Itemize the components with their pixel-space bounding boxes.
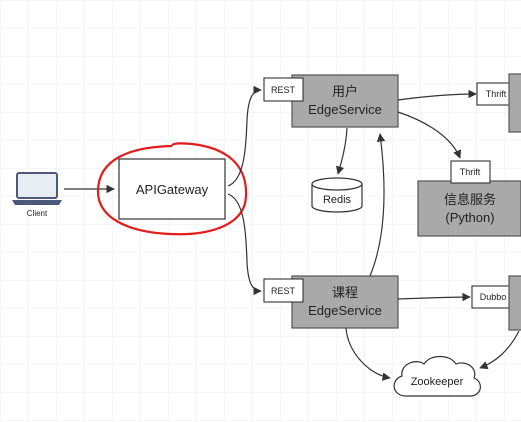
api-gateway-label: APIGateway: [136, 182, 209, 197]
course-rest-tag: REST: [263, 278, 304, 303]
offscreen-service-bottom: [508, 275, 521, 331]
client-label: Client: [27, 209, 48, 218]
laptop-screen-icon: [16, 172, 58, 199]
thrift-info-tag: Thrift: [450, 160, 491, 184]
api-gateway-box: [118, 158, 226, 220]
redis-cylinder-top: [311, 177, 363, 191]
edge-offscreen-zookeeper: [479, 330, 520, 370]
edge-user-thrift-info: [397, 111, 462, 159]
info-service-subtitle: (Python): [445, 210, 494, 225]
offscreen-service-top: [508, 73, 521, 133]
edge-user-thrift-top: [397, 89, 477, 101]
info-service-node: 信息服务 (Python): [417, 180, 521, 237]
user-rest-tag: REST: [263, 77, 304, 102]
thrift-info-label: Thrift: [460, 167, 481, 177]
course-service-title: 课程: [332, 285, 358, 300]
edge-gateway-user: [227, 85, 262, 187]
laptop-base-icon: [12, 200, 62, 205]
info-service-title: 信息服务: [444, 192, 496, 207]
edge-course-zookeeper: [345, 327, 391, 381]
zookeeper-label: Zookeeper: [411, 376, 464, 388]
redis-label: Redis: [323, 194, 352, 206]
user-service-node: 用户 EdgeService: [291, 74, 399, 128]
client-node: Client: [12, 172, 62, 218]
course-service-node: 课程 EdgeService: [291, 275, 399, 329]
course-rest-label: REST: [271, 286, 296, 296]
redis-node: Redis: [311, 177, 363, 213]
highlight-circle: [96, 142, 248, 236]
user-service-box: [291, 74, 399, 128]
api-gateway-node: APIGateway: [118, 158, 226, 220]
redis-cylinder-body: [311, 184, 363, 213]
edge-course-user: [369, 133, 386, 277]
user-rest-label: REST: [271, 85, 296, 95]
dubbo-label: Dubbo: [480, 292, 507, 302]
course-service-subtitle: EdgeService: [308, 303, 382, 318]
course-rest-box: [263, 278, 304, 303]
edge-user-redis: [336, 127, 348, 175]
zookeeper-node: Zookeeper: [393, 355, 481, 397]
info-service-box: [417, 180, 521, 237]
user-service-subtitle: EdgeService: [308, 102, 382, 117]
course-service-box: [291, 275, 399, 329]
user-service-title: 用户: [332, 84, 358, 99]
thrift-top-label: Thrift: [486, 89, 507, 99]
edge-course-dubbo: [397, 292, 471, 302]
edge-gateway-course: [227, 193, 262, 296]
zookeeper-cloud-icon: [393, 355, 481, 397]
thrift-info-box: [450, 160, 491, 184]
user-rest-box: [263, 77, 304, 102]
dubbo-tag: Dubbo: [471, 285, 515, 309]
